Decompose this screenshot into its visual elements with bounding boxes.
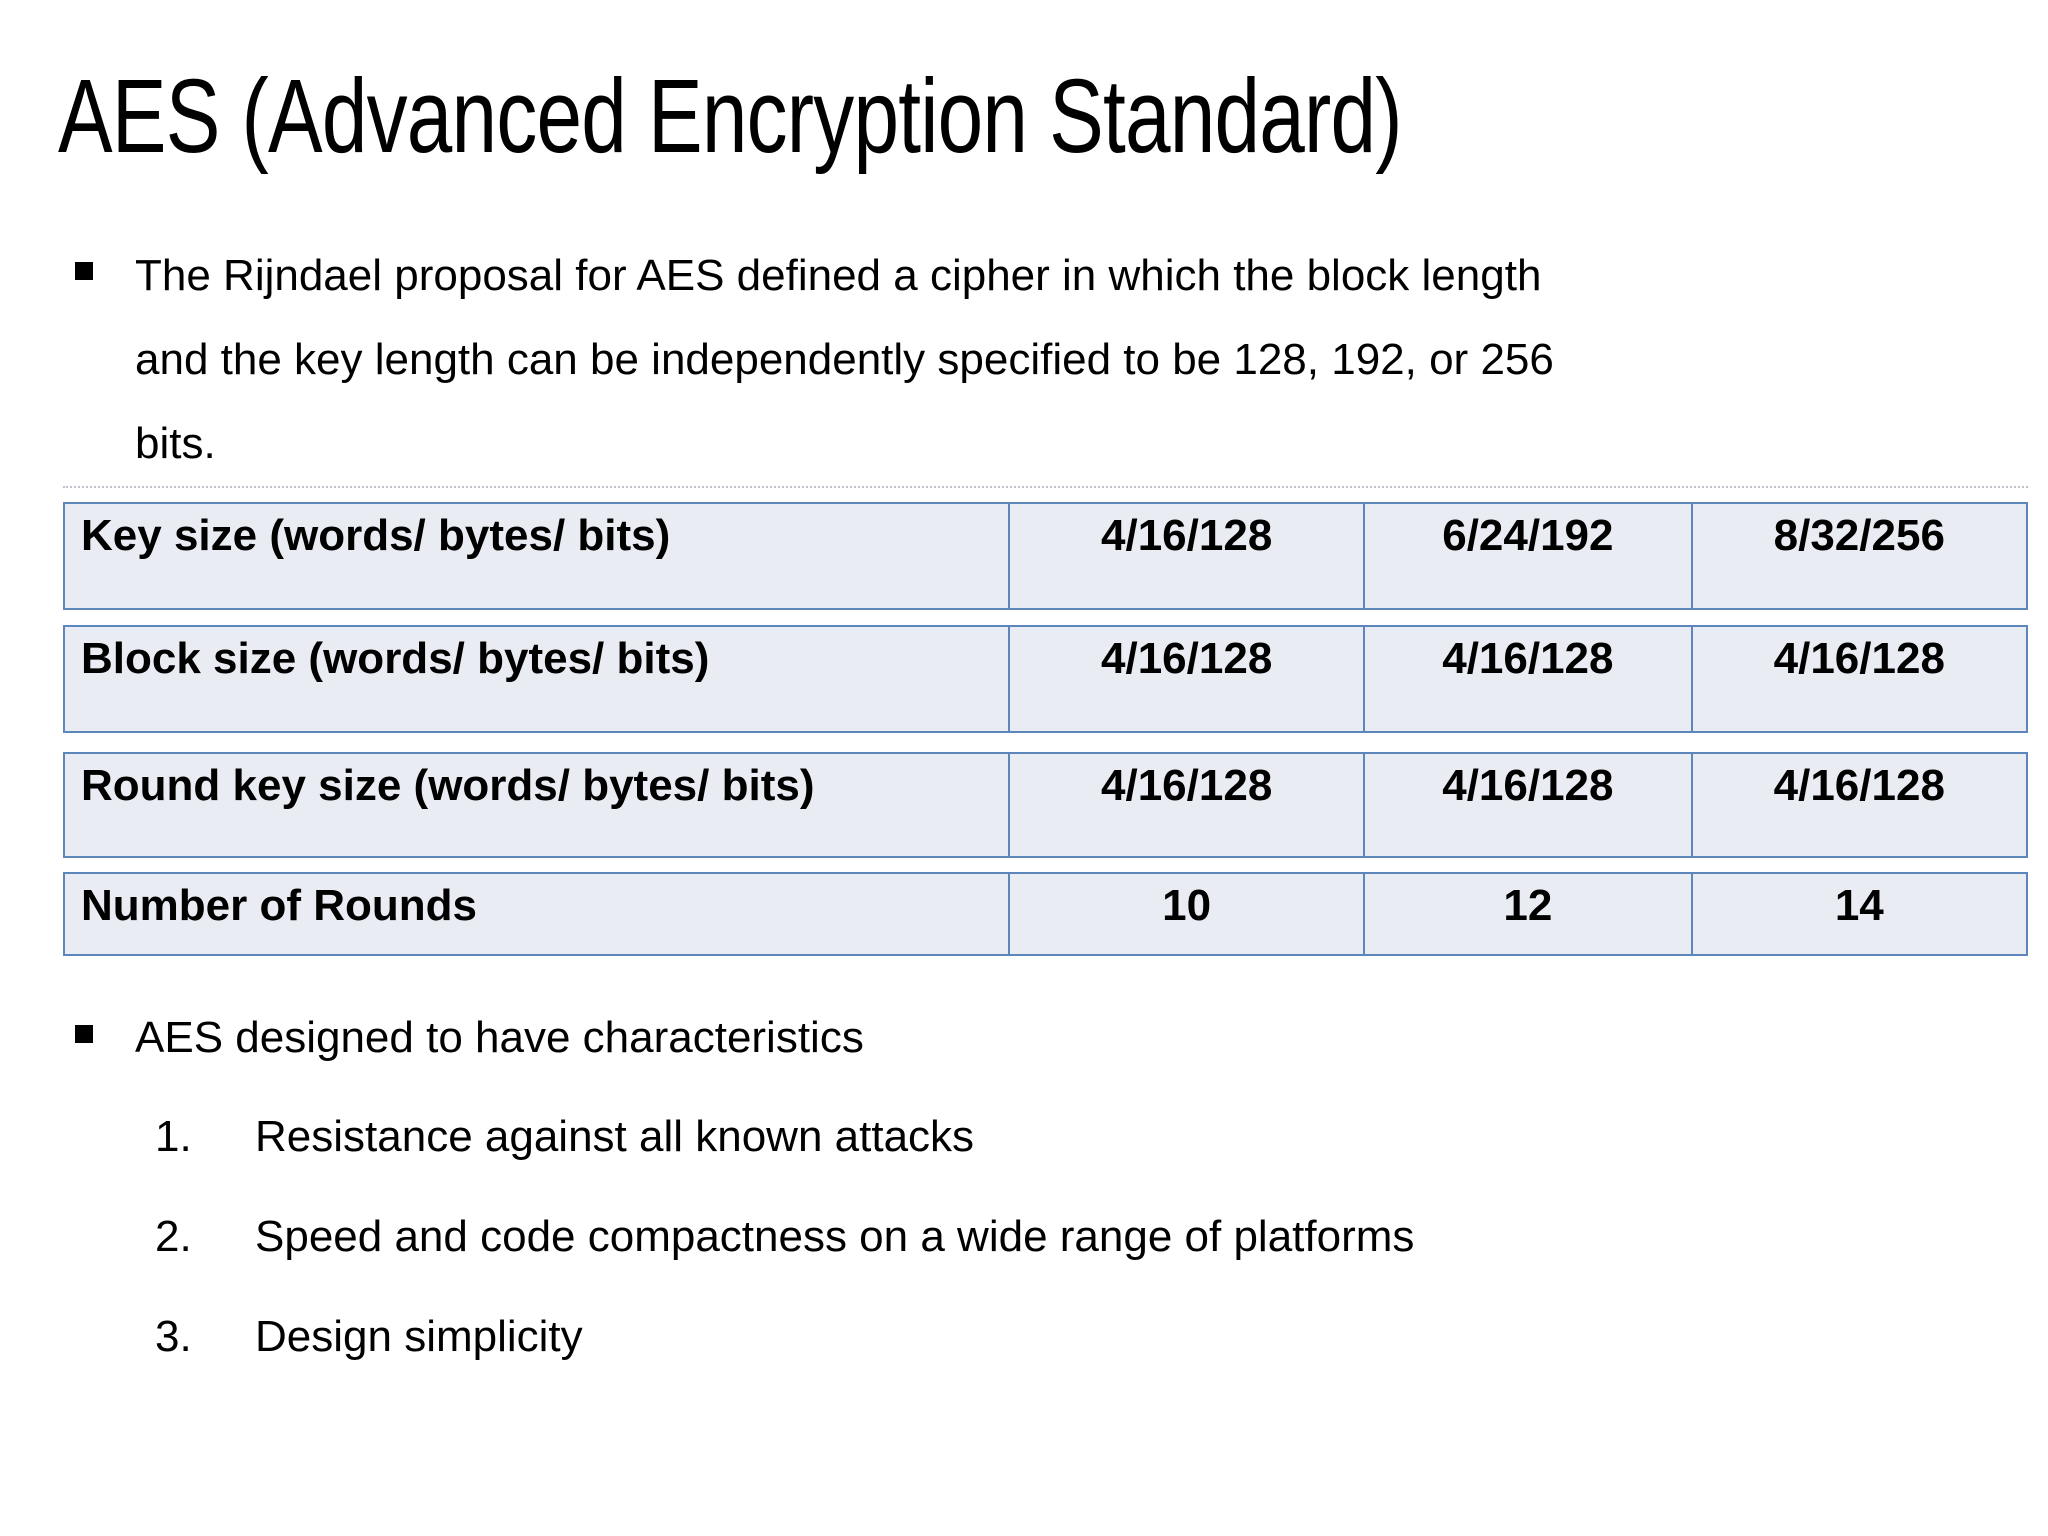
- square-bullet-icon: [75, 262, 93, 280]
- row-label-cell: Block size (words/ bytes/ bits): [65, 627, 1011, 731]
- table-row-round-key-size: Round key size (words/ bytes/ bits) 4/16…: [63, 752, 2028, 858]
- value-cell: 4/16/128: [1365, 627, 1693, 731]
- list-item-text: Design simplicity: [255, 1312, 583, 1361]
- list-item-text: Speed and code compactness on a wide ran…: [255, 1212, 1415, 1261]
- intro-line: The Rijndael proposal for AES defined a …: [135, 251, 1542, 300]
- table-top-rule: [63, 486, 2028, 488]
- row-label-cell: Number of Rounds: [65, 874, 1011, 954]
- value-cell: 12: [1365, 874, 1693, 954]
- page-title: AES (Advanced Encryption Standard): [58, 58, 1403, 175]
- list-item: 3. Design simplicity: [155, 1312, 1414, 1362]
- list-item-number: 2.: [155, 1212, 192, 1261]
- characteristics-heading: AES designed to have characteristics: [135, 1013, 864, 1062]
- list-item-number: 3.: [155, 1312, 192, 1361]
- value-cell: 6/24/192: [1365, 504, 1693, 608]
- value-cell: 8/32/256: [1773, 511, 1945, 560]
- table-row-number-of-rounds: Number of Rounds 10 12 14: [63, 872, 2028, 956]
- intro-line: bits.: [135, 419, 216, 468]
- table-row-block-size: Block size (words/ bytes/ bits) 4/16/128…: [63, 625, 2028, 733]
- list-item: 1. Resistance against all known attacks: [155, 1112, 1414, 1162]
- row-label-cell: Round key size (words/ bytes/ bits): [65, 754, 1011, 856]
- list-item-text: Resistance against all known attacks: [255, 1112, 975, 1161]
- row-label-cell: Key size (words/ bytes/ bits): [65, 504, 1011, 608]
- value-cell: 4/16/128: [1010, 504, 1366, 608]
- value-cell: 10: [1010, 874, 1366, 954]
- value-cell: 4/16/128: [1773, 634, 1945, 683]
- intro-bullet-text: The Rijndael proposal for AES defined a …: [135, 234, 1554, 486]
- value-cell: 4/16/128: [1365, 754, 1693, 856]
- table-row-key-size: Key size (words/ bytes/ bits) 4/16/128 6…: [63, 502, 2028, 610]
- value-cell: 14: [1834, 881, 1884, 930]
- characteristics-list: 1. Resistance against all known attacks …: [155, 1112, 1414, 1412]
- list-item: 2. Speed and code compactness on a wide …: [155, 1212, 1414, 1262]
- list-item-number: 1.: [155, 1112, 192, 1161]
- value-cell: 4/16/128: [1773, 761, 1945, 810]
- square-bullet-icon: [75, 1025, 93, 1043]
- intro-line: and the key length can be independently …: [135, 335, 1554, 384]
- value-cell: 4/16/128: [1010, 754, 1366, 856]
- value-cell: 4/16/128: [1010, 627, 1366, 731]
